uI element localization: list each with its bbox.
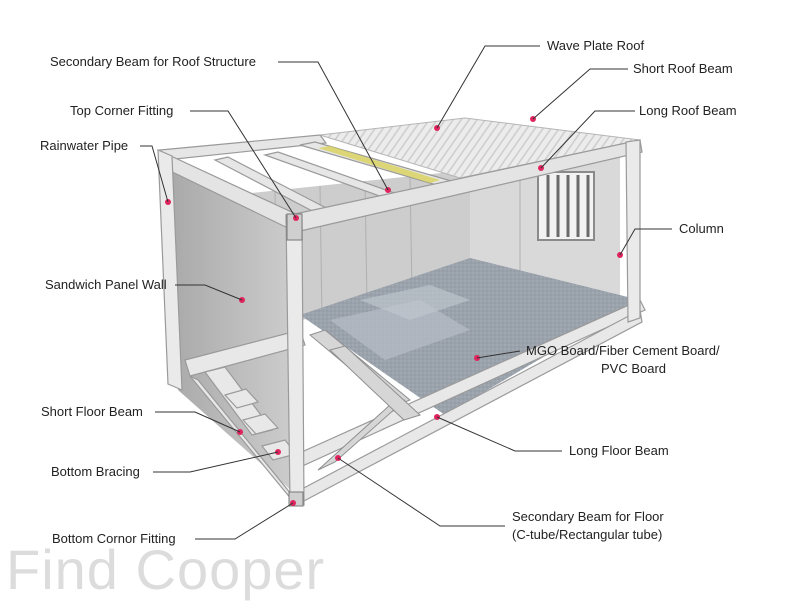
watermark: Find Cooper	[6, 538, 326, 601]
label-bottom-corner-fitting: Bottom Cornor Fitting	[52, 531, 176, 546]
label-secondary-beam-floor-line1: Secondary Beam for Floor	[512, 509, 664, 524]
label-rainwater-pipe: Rainwater Pipe	[40, 138, 129, 153]
columns	[157, 139, 641, 506]
label-short-floor-beam: Short Floor Beam	[41, 404, 143, 419]
leader-lines	[140, 45, 672, 540]
label-secondary-beam-floor-line2: (C-tube/Rectangular tube)	[512, 527, 663, 542]
label-wave-plate-roof: Wave Plate Roof	[547, 38, 645, 53]
label-mgo-board-line2: PVC Board	[601, 361, 667, 376]
label-mgo-board-line1: MGO Board/Fiber Cement Board/	[526, 343, 720, 358]
floor	[300, 258, 640, 415]
label-short-roof-beam: Short Roof Beam	[633, 61, 733, 76]
label-sandwich-panel-wall: Sandwich Panel Wall	[45, 277, 167, 292]
label-long-roof-beam: Long Roof Beam	[639, 103, 737, 118]
label-secondary-beam-roof: Secondary Beam for Roof Structure	[50, 54, 256, 69]
label-bottom-bracing: Bottom Bracing	[51, 464, 140, 479]
sandwich-panel-wall-shape	[170, 165, 302, 500]
window	[537, 171, 595, 241]
label-column: Column	[679, 221, 724, 236]
label-top-corner-fitting: Top Corner Fitting	[70, 103, 174, 118]
floor-frame	[184, 299, 646, 506]
label-long-floor-beam: Long Floor Beam	[569, 443, 669, 458]
bottom-bracing-shapes	[308, 329, 421, 471]
